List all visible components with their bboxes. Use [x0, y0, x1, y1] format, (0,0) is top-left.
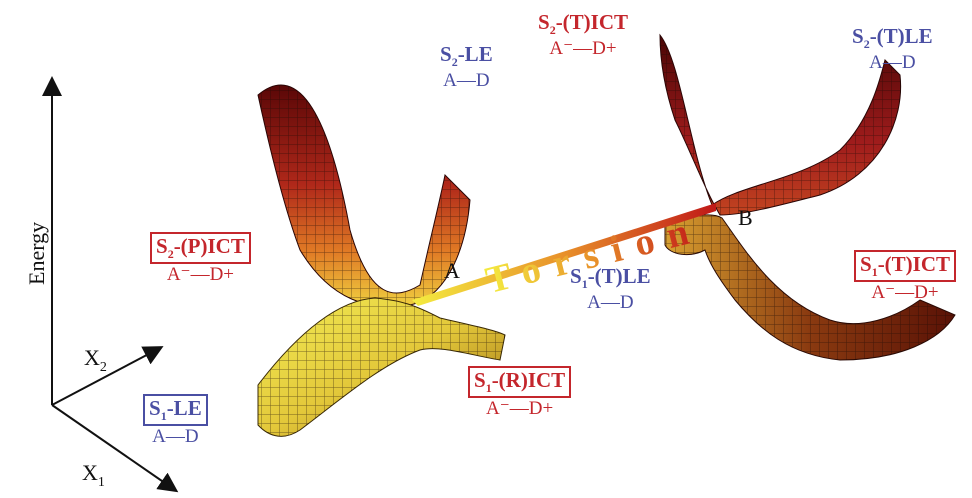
x2-axis [51, 346, 164, 406]
s1-left-surface [257, 297, 506, 437]
s1-tle-label: S1-(T)LE A—D [570, 264, 651, 313]
s2-tict-label: S2-(T)ICT A⁻—D+ [538, 10, 629, 59]
point-b-label: B [738, 205, 753, 230]
s1-right-surface [664, 214, 956, 361]
x1-axis [51, 404, 179, 493]
point-a-label: A [444, 258, 460, 283]
s2-tle-label: S2-(T)LE A—D [852, 24, 933, 73]
s1-rict-label: S1-(R)ICT A⁻—D+ [468, 366, 572, 420]
s2-pict-label: S2-(P)ICT A⁻—D+ [150, 232, 251, 286]
x1-axis-label: X1 [82, 460, 105, 490]
s2-left-surface [257, 84, 471, 308]
s1-tict-label: S1-(T)ICT A⁻—D+ [854, 250, 957, 304]
s1-le-label: S1-LE A—D [143, 394, 208, 448]
energy-axis-label: Energy [24, 222, 49, 285]
s2-le-label: S2-LE A—D [440, 42, 493, 91]
axes: Energy X2 X1 [24, 76, 179, 493]
x2-axis-label: X2 [84, 345, 107, 375]
